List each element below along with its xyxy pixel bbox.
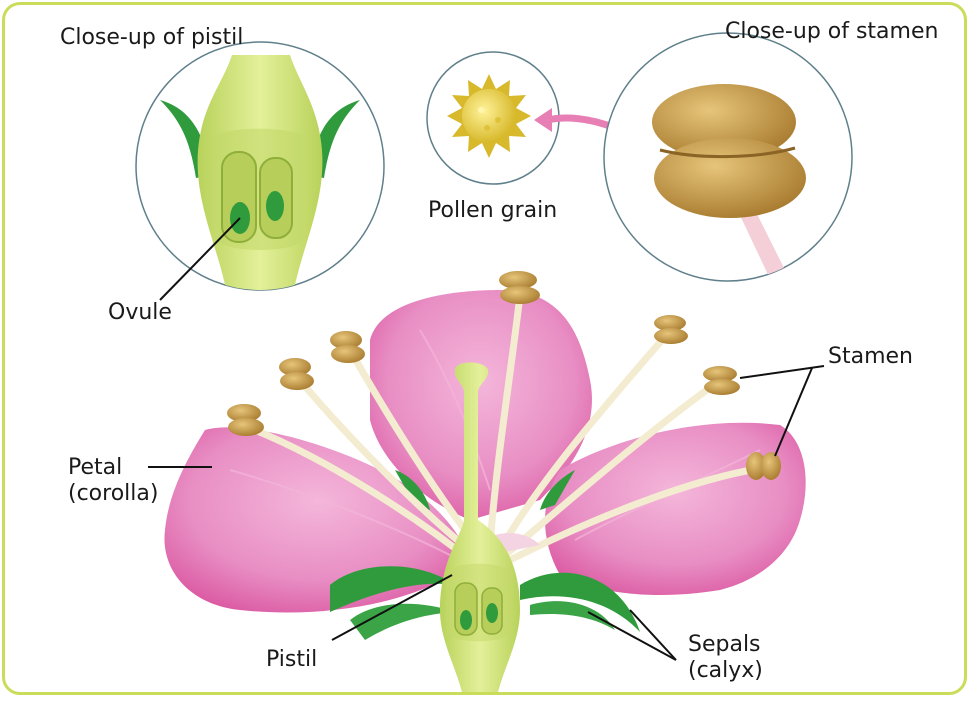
ovule-leader-line xyxy=(159,217,241,301)
label-pollen-grain: Pollen grain xyxy=(428,198,558,223)
leader-lines xyxy=(148,365,825,661)
label-petal: Petal xyxy=(68,455,123,480)
label-calyx: (calyx) xyxy=(688,658,763,683)
label-corolla: (corolla) xyxy=(68,481,159,506)
anther xyxy=(703,366,740,395)
label-closeup-pistil: Close-up of pistil xyxy=(60,25,244,50)
label-closeup-stamen: Close-up of stamen xyxy=(725,19,939,44)
label-stamen: Stamen xyxy=(828,344,913,369)
anther xyxy=(499,271,540,304)
pollen-grain-icon xyxy=(447,74,531,158)
label-pistil: Pistil xyxy=(266,647,318,672)
pollen-grain-circle xyxy=(426,51,560,185)
anthers xyxy=(227,271,781,480)
anther xyxy=(279,358,314,390)
stamen-closeup-circle xyxy=(603,32,853,282)
label-sepals: Sepals xyxy=(688,632,761,657)
anther xyxy=(330,331,365,363)
sepal-right-lower xyxy=(530,601,615,630)
anther xyxy=(654,315,688,344)
anther xyxy=(227,404,264,436)
pistil-closeup-circle xyxy=(135,41,385,291)
petal-right xyxy=(545,422,806,595)
sepal-right xyxy=(520,572,640,632)
flower xyxy=(164,271,806,692)
petal-back xyxy=(370,290,592,520)
arrow-head-icon xyxy=(534,108,552,132)
anther xyxy=(746,452,781,480)
sepal-left-lower xyxy=(350,603,455,640)
label-ovule: Ovule xyxy=(108,300,172,325)
sepal-left xyxy=(330,566,455,612)
pistil xyxy=(440,362,520,692)
